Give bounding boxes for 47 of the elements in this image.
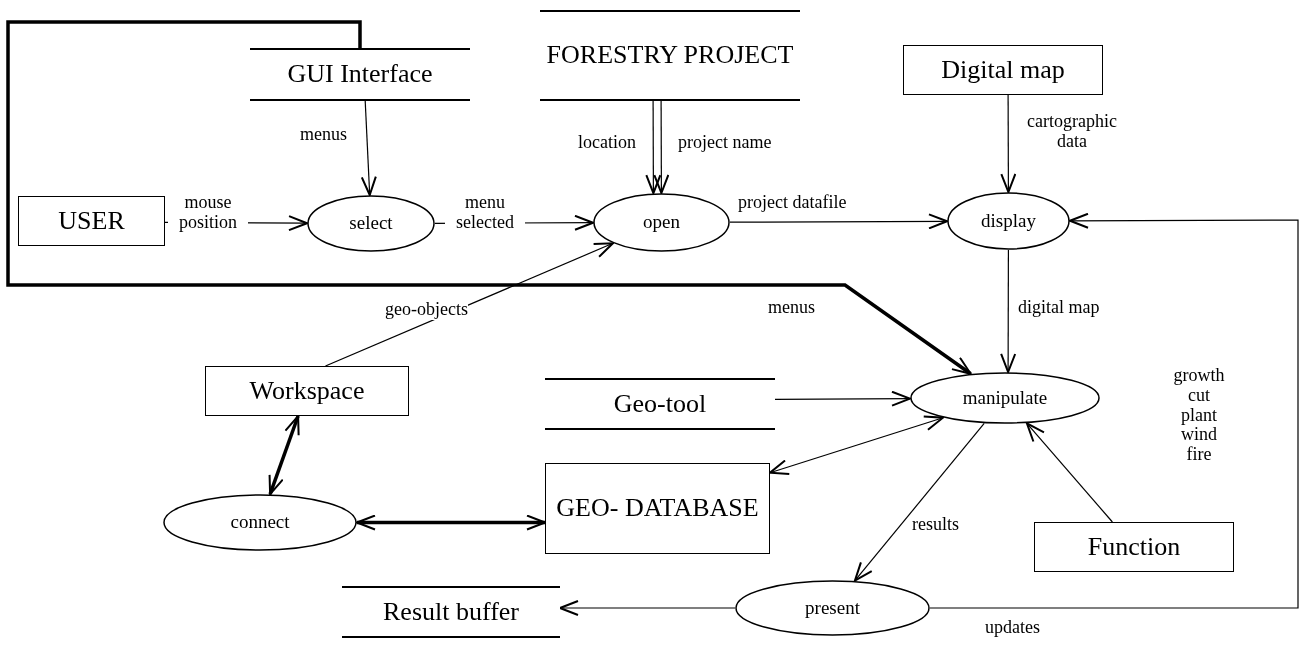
node-label: Digital map <box>941 55 1065 85</box>
node-label: USER <box>58 206 125 236</box>
node-label: GUI Interface <box>287 60 433 89</box>
process-box <box>205 366 409 416</box>
process-box <box>1034 522 1234 572</box>
arrow <box>774 390 911 407</box>
arrow <box>1000 249 1017 373</box>
node-label: connect <box>230 512 290 533</box>
process-box <box>545 463 770 554</box>
arrow <box>559 600 736 616</box>
process-ellipse <box>163 494 357 551</box>
node-label: GEO- DATABASE <box>556 494 759 523</box>
edge-label: geo-objects <box>385 300 468 320</box>
arrow <box>360 100 377 196</box>
edge-label: digital map <box>1018 298 1100 318</box>
process-box <box>903 45 1103 95</box>
arrow <box>1000 94 1017 193</box>
node-label: Result buffer <box>383 597 519 627</box>
arrow <box>729 213 948 230</box>
arrow <box>653 100 670 194</box>
node-label: select <box>349 213 393 234</box>
arrow <box>324 242 614 367</box>
arrow <box>356 514 546 531</box>
process-box <box>18 196 165 246</box>
node-label: manipulate <box>962 387 1048 409</box>
node-label: Function <box>1087 532 1181 562</box>
node-label: open <box>643 212 680 233</box>
arrow <box>6 20 972 376</box>
node-label: present <box>805 597 860 619</box>
node-label: FORESTRY PROJECT <box>546 41 794 70</box>
arrow <box>645 100 662 195</box>
node-label: Workspace <box>249 376 365 406</box>
process-ellipse <box>910 372 1100 424</box>
process-ellipse <box>735 580 930 636</box>
node-label: Geo-tool <box>613 389 707 419</box>
process-ellipse <box>593 193 730 252</box>
process-ellipse <box>947 192 1070 250</box>
arrow <box>1025 422 1113 523</box>
edge-label: updates <box>985 618 1040 638</box>
edge-label: project datafile <box>738 193 847 213</box>
arrow <box>929 212 1299 609</box>
process-ellipse <box>307 195 435 252</box>
arrow <box>268 415 300 496</box>
arrow <box>769 415 944 475</box>
arrow <box>853 422 985 582</box>
node-label: display <box>981 210 1036 232</box>
edge-label: project name <box>678 133 772 153</box>
